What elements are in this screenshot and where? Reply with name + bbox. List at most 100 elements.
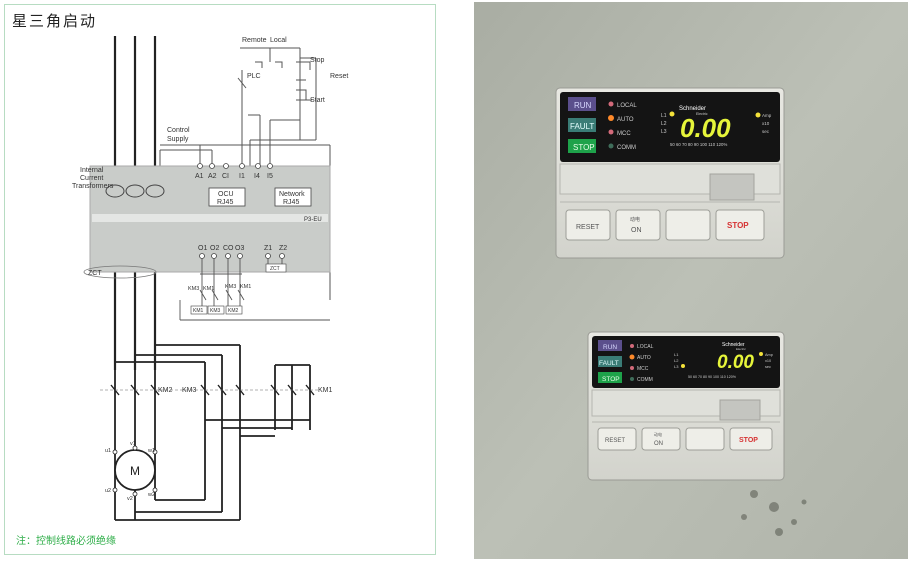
wiring-schematic: Remote Local PLC Stop Start Reset Contro… xyxy=(72,36,348,521)
top-auto-led xyxy=(608,115,614,121)
bottom-blank-button[interactable] xyxy=(685,427,725,451)
bottom-on-label: ON xyxy=(654,441,663,447)
bottom-l1-label: L1 xyxy=(674,352,679,357)
top-auto-label: AUTO xyxy=(617,117,634,123)
label-supply: Supply xyxy=(167,136,189,143)
top-l1-led xyxy=(669,111,675,117)
label-remote: Remote xyxy=(242,37,267,44)
bottom-stop-button[interactable] xyxy=(729,427,773,451)
top-run-label: RUN xyxy=(574,101,592,110)
bottom-unit-sec: sec xyxy=(765,365,771,369)
top-blank-button[interactable] xyxy=(665,209,711,241)
label-km1-b: KM1 xyxy=(240,284,251,290)
label-transformers: Transformers xyxy=(72,183,114,190)
top-fault-label: FAULT xyxy=(570,122,594,131)
label-ocu: OCU xyxy=(218,191,234,198)
label-ocu-rj45: RJ45 xyxy=(217,199,233,206)
top-unit-amp: Amp xyxy=(762,113,772,118)
bottom-on-button[interactable] xyxy=(641,427,681,451)
top-mcc-label: MCC xyxy=(617,131,631,137)
label-current: Current xyxy=(80,175,103,182)
top-local-label: LOCAL xyxy=(617,103,637,109)
top-on-cn-label: 动电 xyxy=(630,216,640,223)
label-z2: Z2 xyxy=(279,245,287,252)
top-relay-panel xyxy=(560,92,780,162)
label-km3-a: KM3 xyxy=(188,286,199,292)
top-on-label: ON xyxy=(631,227,642,234)
label-o1: O1 xyxy=(198,245,207,252)
bottom-local-label: LOCAL xyxy=(637,344,654,350)
bottom-run-label: RUN xyxy=(603,344,617,351)
relay-photo: RUN FAULT STOP LOCAL AUTO MCC COMM L1 L2… xyxy=(474,2,908,559)
label-internal: Internal xyxy=(80,167,104,174)
bottom-comm-led xyxy=(630,377,634,381)
top-reset-button[interactable] xyxy=(565,209,611,241)
bottom-current-display: 0.00 xyxy=(717,352,754,373)
label-km1-box: KM1 xyxy=(193,308,204,314)
bottom-local-led xyxy=(630,344,634,348)
bottom-mcc-led xyxy=(630,366,634,370)
label-u1: u1 xyxy=(105,448,111,454)
label-motor: M xyxy=(130,464,140,478)
bottom-fault-label: FAULT xyxy=(599,360,619,367)
module-stripe xyxy=(92,214,328,222)
label-km3-b: KM3 xyxy=(225,284,236,290)
top-label-window xyxy=(709,173,755,201)
label-a2: A2 xyxy=(208,173,217,180)
bottom-relay-panel xyxy=(592,336,780,388)
label-network: Network xyxy=(279,191,305,198)
bottom-unit-x10: x10 xyxy=(765,359,771,363)
top-local-led xyxy=(608,101,614,107)
zct-ring xyxy=(83,265,157,279)
top-stop-label: STOP xyxy=(573,143,595,152)
relay-photo-illustration: RUN FAULT STOP LOCAL AUTO MCC COMM L1 L2… xyxy=(474,2,908,559)
label-km1-a: KM1 xyxy=(203,286,214,292)
label-local: Local xyxy=(270,37,287,44)
top-brand: Schneider xyxy=(679,106,706,112)
label-o3: O3 xyxy=(235,245,244,252)
bottom-comm-label: COMM xyxy=(637,377,653,383)
coil-boxes xyxy=(190,305,243,315)
label-i1: I1 xyxy=(239,173,245,180)
bottom-stop-indicator xyxy=(598,372,622,383)
motor-terminals xyxy=(112,445,158,497)
label-i4: I4 xyxy=(254,173,260,180)
bottom-reset-button[interactable] xyxy=(597,427,637,451)
top-unit-sec: sec xyxy=(762,129,770,134)
label-z1: Z1 xyxy=(264,245,272,252)
top-scale: 50 60 70 80 90 100 110 120% xyxy=(670,142,727,147)
bottom-stop-button-label: STOP xyxy=(739,437,758,444)
top-comm-label: COMM xyxy=(617,145,636,151)
top-on-button[interactable] xyxy=(615,209,661,241)
label-w2: w2 xyxy=(147,492,155,498)
label-km3-box: KM3 xyxy=(210,308,221,314)
label-km2: KM2 xyxy=(158,387,173,394)
top-stop-button[interactable] xyxy=(715,209,765,241)
label-v2: v2 xyxy=(127,496,133,502)
top-amp-led xyxy=(755,112,761,118)
label-network-rj45: RJ45 xyxy=(283,199,299,206)
label-km1: KM1 xyxy=(318,387,333,394)
top-unit-x10: x10 xyxy=(762,121,770,126)
label-km3: KM3 xyxy=(182,387,197,394)
contactors xyxy=(114,344,311,521)
top-l1-label: L1 xyxy=(661,113,667,119)
label-start: Start xyxy=(310,97,325,104)
top-comm-led xyxy=(608,143,614,149)
wiring-diagram-panel: 星三角启动 xyxy=(0,0,440,559)
top-brand-sub: Electric xyxy=(696,112,708,116)
bottom-l3-label: L3 xyxy=(674,364,679,369)
bottom-stop-label: STOP xyxy=(602,376,620,383)
label-reset: Reset xyxy=(330,73,348,80)
label-control: Control xyxy=(167,127,190,134)
bottom-brand: Schneider xyxy=(722,342,745,348)
wall-smudges xyxy=(741,490,807,536)
control-circuit xyxy=(159,47,331,300)
diagram-title: 星三角启动 xyxy=(12,12,98,30)
network-port xyxy=(274,187,312,207)
label-i5: I5 xyxy=(267,173,273,180)
top-l3-label: L3 xyxy=(661,129,667,135)
top-fault-indicator xyxy=(568,118,596,132)
bottom-fault-indicator xyxy=(598,356,622,367)
ocu-port xyxy=(208,187,246,207)
